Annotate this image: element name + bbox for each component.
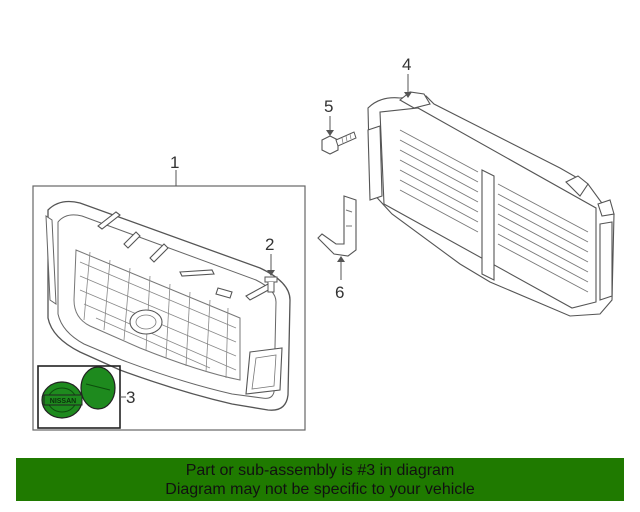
clip-part[interactable] bbox=[264, 254, 278, 293]
grille-assembly[interactable] bbox=[32, 170, 306, 431]
banner-line-1: Part or sub-assembly is #3 in diagram bbox=[185, 462, 455, 479]
bracket-part[interactable] bbox=[317, 195, 357, 257]
callout-2: 2 bbox=[265, 235, 274, 254]
callout-4: 4 bbox=[402, 55, 411, 74]
callout-6: 6 bbox=[335, 283, 344, 302]
callout-3: 3 bbox=[126, 388, 135, 407]
emblem-assembly[interactable]: NISSAN bbox=[37, 365, 126, 429]
info-banner: Part or sub-assembly is #3 in diagram Di… bbox=[16, 458, 624, 501]
emblem-text: NISSAN bbox=[50, 398, 76, 405]
banner-line-2: Diagram may not be specific to your vehi… bbox=[165, 481, 475, 498]
callout-5: 5 bbox=[324, 97, 333, 116]
callout-1: 1 bbox=[170, 153, 179, 172]
bolt-part[interactable] bbox=[321, 116, 357, 155]
parts-diagram: 1 2 NISSAN 3 bbox=[32, 55, 615, 431]
radiator-support[interactable] bbox=[367, 91, 615, 317]
